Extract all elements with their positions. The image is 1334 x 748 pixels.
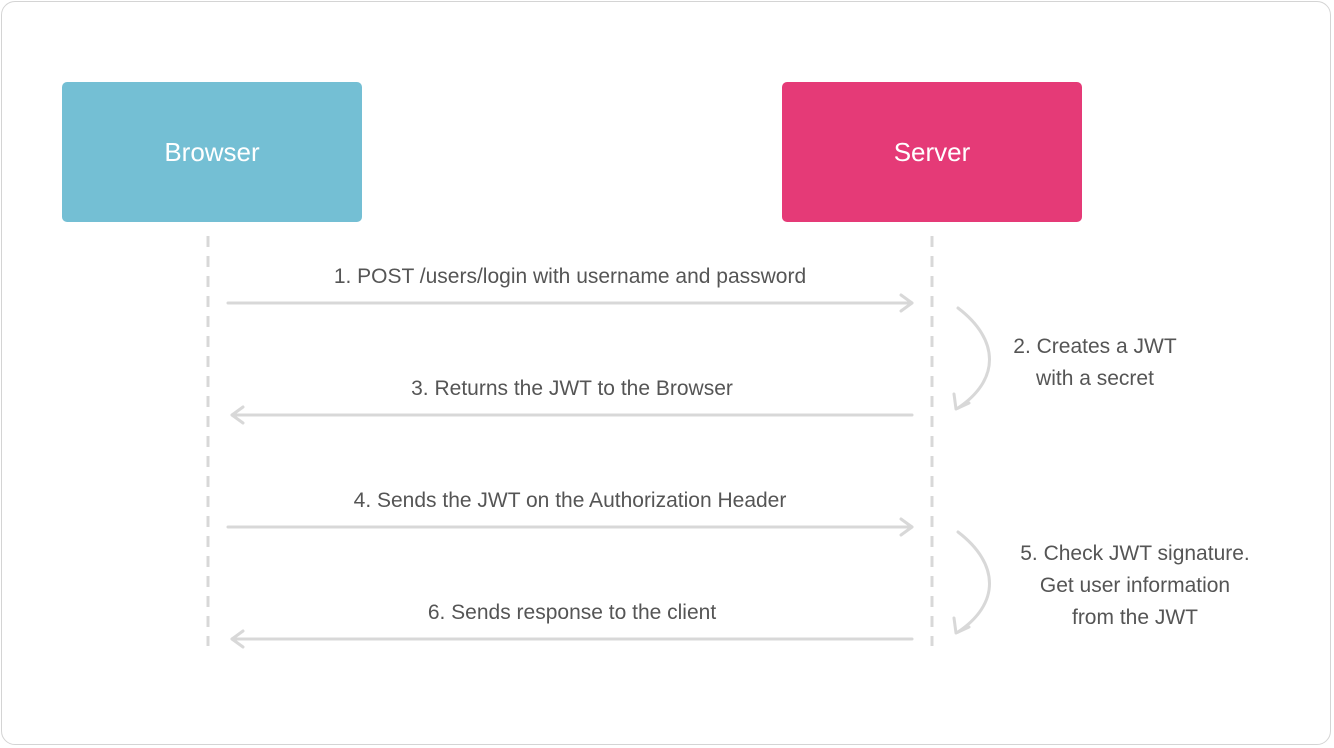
note-step-2-line-2: with a secret bbox=[1036, 367, 1154, 390]
message-arrow-4 bbox=[226, 517, 914, 537]
browser-actor-label: Browser bbox=[164, 136, 260, 167]
browser-actor-box: Browser bbox=[62, 82, 362, 222]
message-arrow-1 bbox=[226, 293, 914, 313]
message-arrow-6 bbox=[230, 629, 914, 649]
server-actor-box: Server bbox=[782, 82, 1082, 222]
note-step-2-line-1: 2. Creates a JWT bbox=[1013, 335, 1177, 358]
message-label-6: 6. Sends response to the client bbox=[427, 601, 717, 624]
note-step-5-line-3: from the JWT bbox=[1071, 606, 1198, 629]
self-arrow-5 bbox=[952, 530, 991, 635]
message-label-1: 1. POST /users/login with username and p… bbox=[333, 265, 807, 288]
note-step-5-line-1: 5. Check JWT signature. bbox=[1020, 542, 1250, 565]
message-label-4: 4. Sends the JWT on the Authorization He… bbox=[353, 489, 787, 512]
self-arrow-2 bbox=[952, 306, 991, 411]
note-step-5: 5. Check JWT signature. Get user informa… bbox=[1000, 538, 1270, 634]
note-step-5-line-2: Get user information bbox=[1039, 574, 1231, 597]
server-actor-label: Server bbox=[893, 136, 971, 167]
note-step-2: 2. Creates a JWT with a secret bbox=[990, 331, 1200, 395]
message-label-3: 3. Returns the JWT to the Browser bbox=[411, 377, 733, 400]
message-arrow-3 bbox=[230, 405, 914, 425]
